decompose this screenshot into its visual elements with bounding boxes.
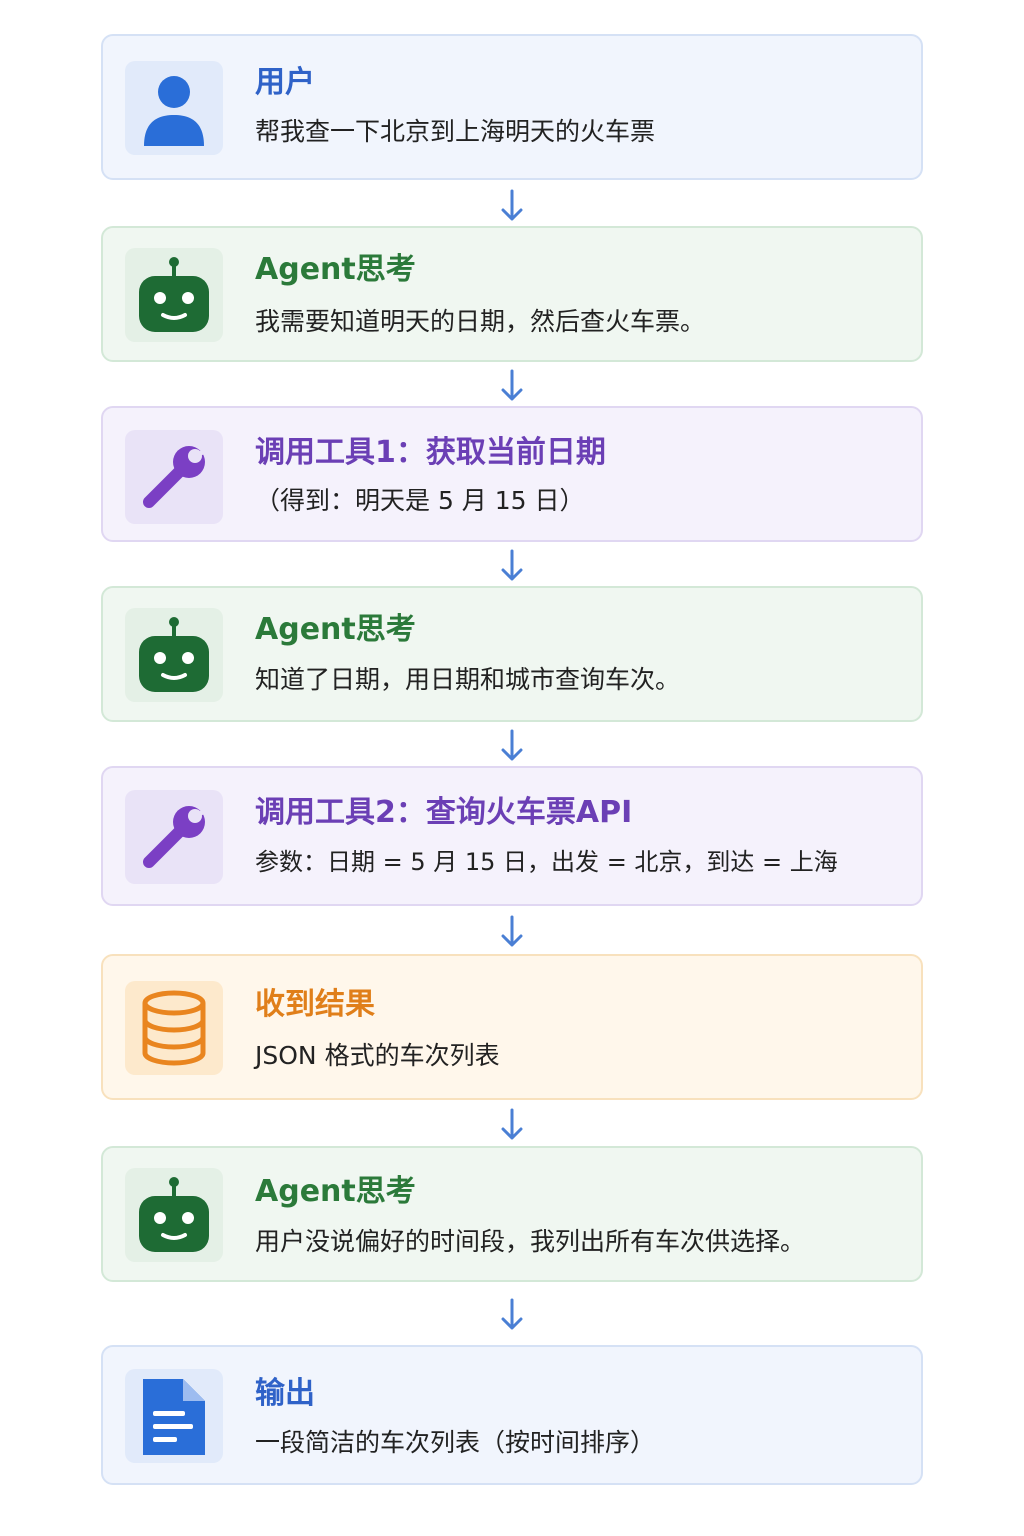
step-description: 我需要知道明天的日期，然后查火车票。 <box>255 307 706 336</box>
robot-icon-box <box>125 1168 223 1262</box>
robot-icon <box>139 1177 209 1252</box>
robot-icon <box>139 617 209 692</box>
wrench-icon <box>143 804 209 868</box>
step-title: Agent思考 <box>255 252 416 287</box>
step-description: 参数：日期 = 5 月 15 日，出发 = 北京，到达 = 上海 <box>255 848 838 876</box>
document-icon-box <box>125 1369 223 1463</box>
step-description: 知道了日期，用日期和城市查询车次。 <box>255 665 681 694</box>
arrow-down-icon <box>501 189 523 221</box>
arrow-down-icon <box>501 549 523 581</box>
flow-step-agent-think: Agent思考 知道了日期，用日期和城市查询车次。 <box>101 586 923 722</box>
flow-step-user: 用户 帮我查一下北京到上海明天的火车票 <box>101 34 923 180</box>
document-icon <box>143 1379 205 1455</box>
step-title: Agent思考 <box>255 1174 416 1209</box>
step-description: JSON 格式的车次列表 <box>255 1041 500 1070</box>
step-description: （得到：明天是 5 月 15 日） <box>255 486 585 515</box>
arrow-down-icon <box>501 1298 523 1330</box>
step-title: 调用工具1：获取当前日期 <box>255 435 606 470</box>
arrow-down-icon <box>501 1108 523 1140</box>
robot-icon-box <box>125 248 223 342</box>
robot-icon-box <box>125 608 223 702</box>
step-title: Agent思考 <box>255 612 416 647</box>
step-description: 帮我查一下北京到上海明天的火车票 <box>255 117 656 146</box>
flow-step-output: 输出 一段简洁的车次列表（按时间排序） <box>101 1345 923 1485</box>
wrench-icon-box <box>125 430 223 524</box>
step-description: 一段简洁的车次列表（按时间排序） <box>255 1428 656 1457</box>
robot-icon <box>139 257 209 332</box>
arrow-down-icon <box>501 369 523 401</box>
step-title: 收到结果 <box>255 987 375 1022</box>
arrow-down-icon <box>501 729 523 761</box>
flow-step-result: 收到结果 JSON 格式的车次列表 <box>101 954 923 1100</box>
user-icon-box <box>125 61 223 155</box>
wrench-icon-box <box>125 790 223 884</box>
database-icon-box <box>125 981 223 1075</box>
step-title: 调用工具2：查询火车票API <box>255 795 633 830</box>
user-icon <box>144 76 204 146</box>
step-title: 用户 <box>255 65 315 100</box>
step-title: 输出 <box>255 1376 315 1411</box>
flow-step-agent-think: Agent思考 用户没说偏好的时间段，我列出所有车次供选择。 <box>101 1146 923 1282</box>
flow-step-tool-call: 调用工具1：获取当前日期 （得到：明天是 5 月 15 日） <box>101 406 923 542</box>
database-icon <box>142 990 206 1066</box>
step-description: 用户没说偏好的时间段，我列出所有车次供选择。 <box>255 1227 806 1256</box>
flow-step-agent-think: Agent思考 我需要知道明天的日期，然后查火车票。 <box>101 226 923 362</box>
wrench-icon <box>143 444 209 508</box>
flow-step-tool-call: 调用工具2：查询火车票API 参数：日期 = 5 月 15 日，出发 = 北京，… <box>101 766 923 906</box>
arrow-down-icon <box>501 915 523 947</box>
